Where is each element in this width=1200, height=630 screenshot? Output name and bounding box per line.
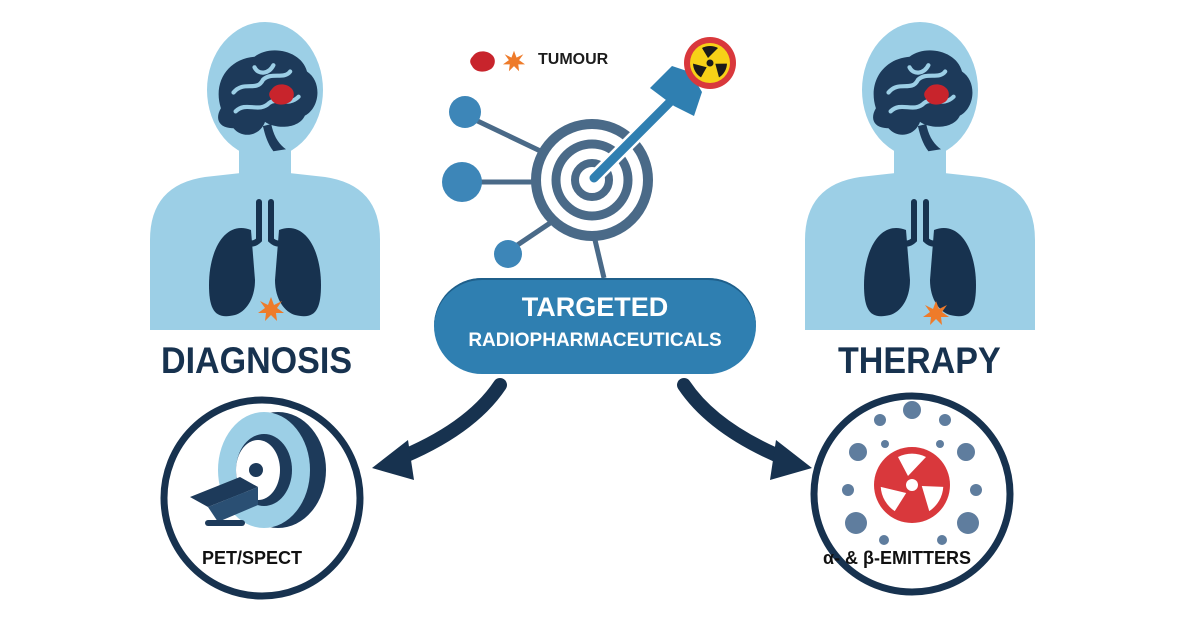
targeted-radiopharmaceuticals-pill: TARGETED RADIOPHARMACEUTICALS xyxy=(434,278,756,374)
radiation-icon xyxy=(874,447,950,523)
pet-spect-badge xyxy=(160,396,364,600)
emitters-label: α- & β-EMITTERS xyxy=(823,548,972,568)
pet-spect-label: PET/SPECT xyxy=(202,548,303,568)
pill-line1: TARGETED xyxy=(521,292,669,322)
particle-dots xyxy=(842,401,982,545)
radiation-pin-icon xyxy=(684,37,736,89)
arrow-to-diagnosis-icon xyxy=(372,378,507,480)
scanner-icon xyxy=(190,412,326,528)
molecule-node xyxy=(494,240,522,268)
legend-label: TUMOUR xyxy=(538,51,609,68)
legend-star-icon xyxy=(502,50,526,72)
molecule-node xyxy=(449,96,481,128)
diagnosis-title: DIAGNOSIS xyxy=(161,340,353,381)
target-network xyxy=(442,37,736,279)
diagnosis-figure xyxy=(150,22,380,330)
arrow-to-therapy-icon xyxy=(677,378,812,480)
legend-blob-icon xyxy=(470,51,495,72)
pill-line2: RADIOPHARMACEUTICALS xyxy=(468,330,722,351)
therapy-figure xyxy=(805,22,1035,330)
molecule-node xyxy=(442,162,482,202)
therapy-title: THERAPY xyxy=(838,340,1001,381)
target-arrow-icon xyxy=(589,97,675,183)
emitters-badge xyxy=(810,392,1014,596)
